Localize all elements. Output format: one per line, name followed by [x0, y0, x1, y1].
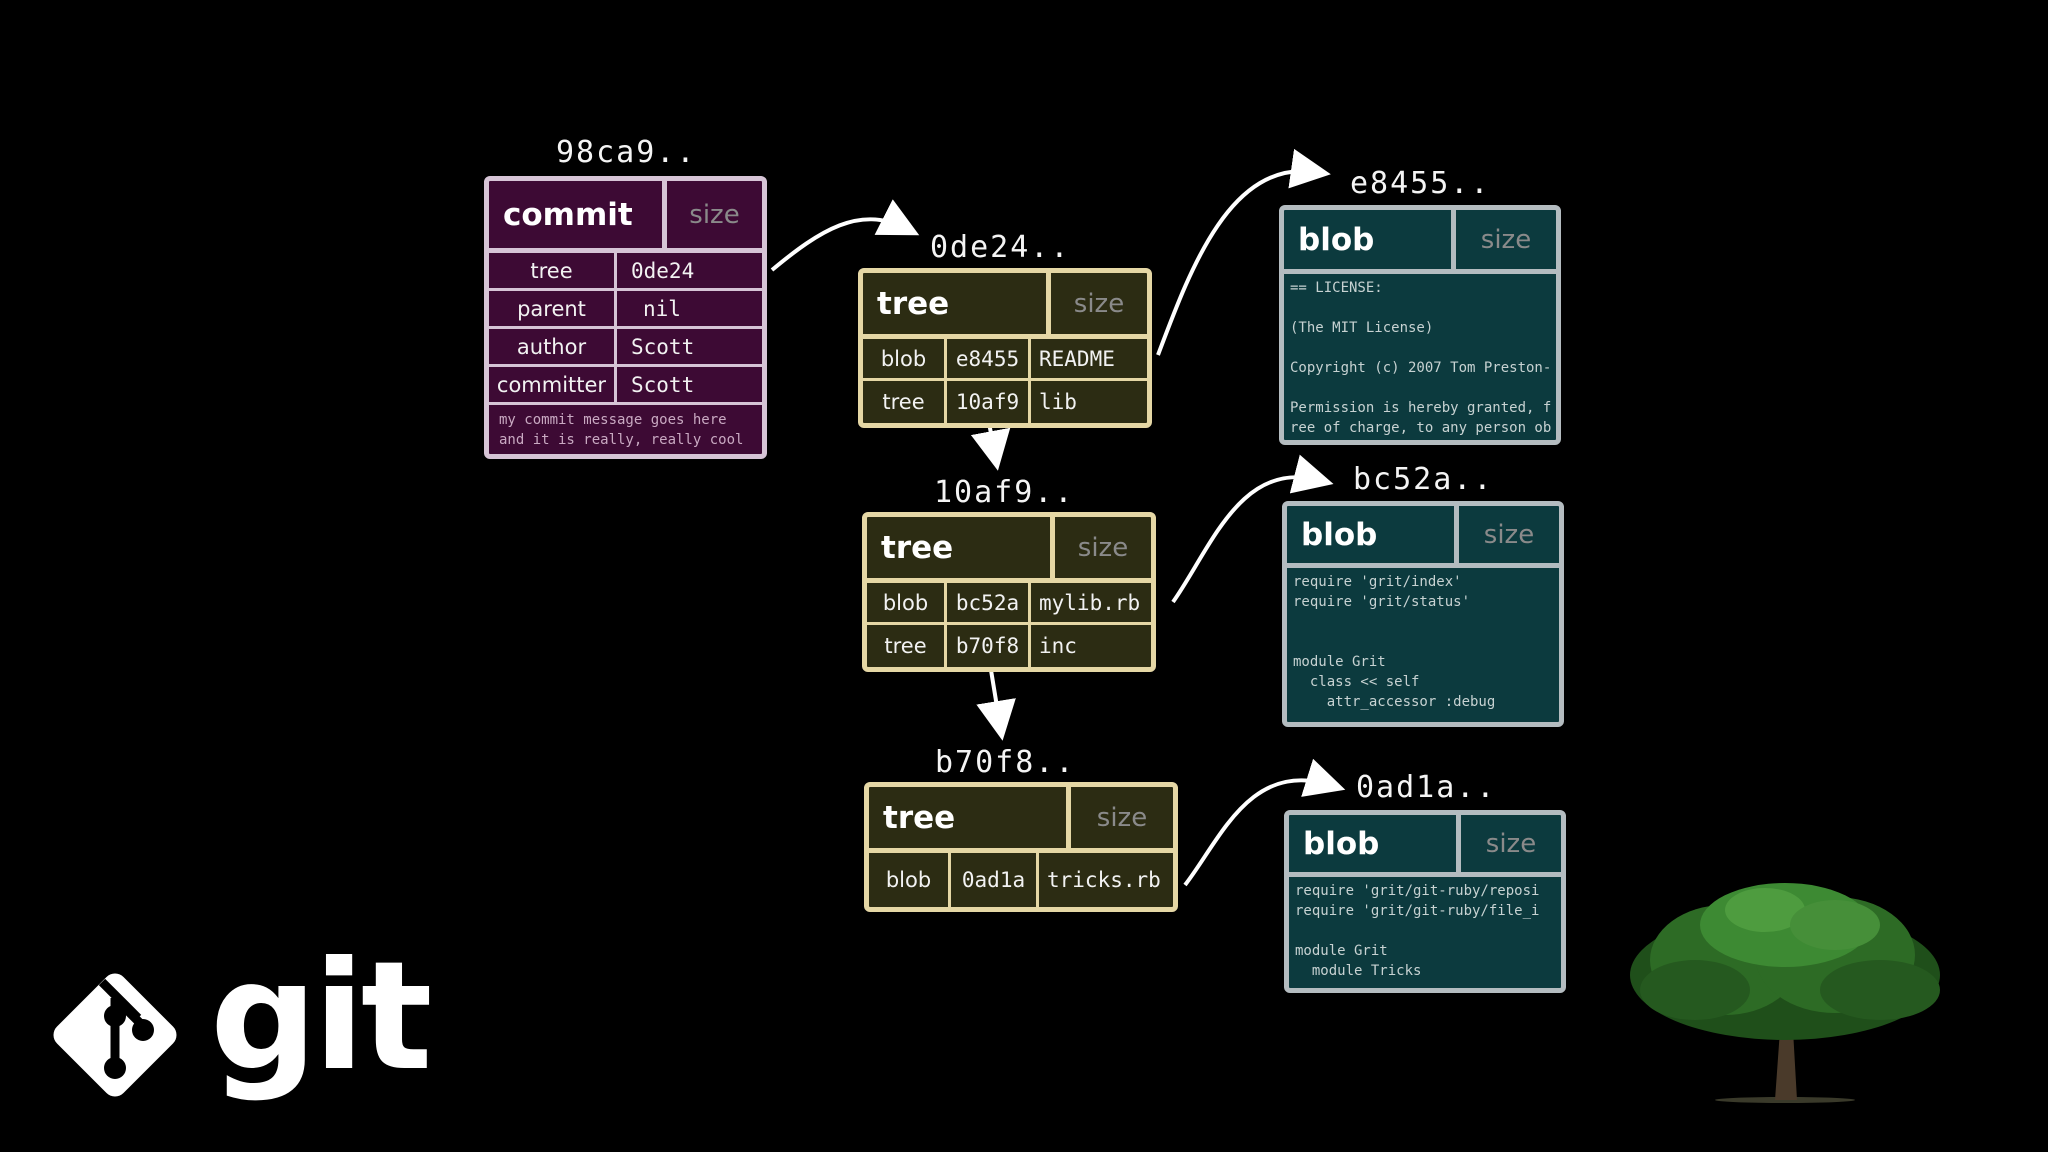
tree-illustration-icon [1630, 883, 1940, 1103]
arrow-commit-to-tree [770, 199, 920, 272]
tree-hash: 0de24.. [930, 230, 1071, 265]
commit-value: nil [643, 296, 681, 321]
commit-value: Scott [631, 372, 695, 397]
tree-entry: tree b70f8 inc [867, 625, 1151, 667]
tree-entry-sha: 0ad1a [951, 853, 1039, 907]
arrow-tree-to-blob-e8455 [1156, 148, 1331, 356]
tree-entry-sha: e8455 [947, 339, 1031, 378]
tree-entry-kind: blob [863, 339, 947, 378]
commit-value: Scott [631, 334, 695, 359]
blob-size-label: size [1456, 210, 1556, 274]
tree-object: tree size blob e8455 README tree 10af9 l… [858, 268, 1152, 428]
commit-key: committer [489, 367, 617, 402]
commit-row-author: author Scott [489, 329, 762, 367]
commit-row-parent: parent nil [489, 291, 762, 329]
blob-content: require 'grit/git-ruby/reposi require 'g… [1295, 883, 1540, 979]
tree-hash: 10af9.. [934, 475, 1075, 510]
tree-entry-kind: blob [867, 583, 947, 622]
commit-size-label: size [667, 181, 762, 253]
commit-value: 0de24 [631, 258, 695, 283]
tree-entry-sha: 10af9 [947, 381, 1031, 423]
tree-type-label: tree [863, 273, 1051, 339]
commit-hash: 98ca9.. [556, 135, 697, 170]
tree-hash: b70f8.. [935, 745, 1076, 780]
commit-key: parent [489, 291, 617, 326]
tree-entry-name: inc [1039, 634, 1077, 658]
git-logo-icon [53, 973, 177, 1097]
blob-type-label: blob [1284, 210, 1456, 274]
blob-type-label: blob [1289, 815, 1461, 877]
blob-hash: 0ad1a.. [1356, 770, 1497, 805]
arrow-tree-to-blob-0ad1a [1183, 758, 1346, 887]
commit-key: tree [489, 253, 617, 288]
tree-type-label: tree [869, 787, 1071, 853]
commit-row-committer: committer Scott [489, 367, 762, 405]
git-wordmark: git [210, 930, 432, 1104]
tree-entry-kind: tree [863, 381, 947, 423]
tree-entry-name: README [1039, 346, 1115, 371]
blob-size-label: size [1461, 815, 1561, 877]
tree-entry-sha: bc52a [947, 583, 1031, 622]
tree-entry-name: mylib.rb [1039, 590, 1141, 615]
blob-type-label: blob [1287, 506, 1459, 568]
commit-type-label: commit [489, 181, 667, 253]
tree-entry-name: lib [1039, 390, 1077, 414]
tree-entry-kind: blob [869, 853, 951, 907]
tree-object: tree size blob 0ad1a tricks.rb [864, 782, 1178, 912]
blob-object: blob size require 'grit/git-ruby/reposi … [1284, 810, 1566, 993]
arrow-tree-to-blob-bc52a [1171, 454, 1334, 604]
tree-object: tree size blob bc52a mylib.rb tree b70f8… [862, 512, 1156, 672]
commit-key: author [489, 329, 617, 364]
commit-row-tree: tree 0de24 [489, 253, 762, 291]
blob-content: == LICENSE: (The MIT License) Copyright … [1290, 280, 1552, 436]
tree-size-label: size [1071, 787, 1173, 853]
commit-message: my commit message goes here and it is re… [489, 405, 762, 454]
blob-object: blob size require 'grit/index' require '… [1282, 501, 1564, 727]
blob-hash: bc52a.. [1353, 462, 1494, 497]
tree-entry: blob 0ad1a tricks.rb [869, 853, 1173, 907]
tree-entry: blob e8455 README [863, 339, 1147, 381]
blob-size-label: size [1459, 506, 1559, 568]
tree-size-label: size [1055, 517, 1151, 583]
tree-size-label: size [1051, 273, 1147, 339]
commit-message-line: and it is really, really cool [499, 432, 744, 448]
tree-type-label: tree [867, 517, 1055, 583]
tree-entry-sha: b70f8 [947, 625, 1031, 667]
blob-hash: e8455.. [1350, 166, 1491, 201]
commit-object: commit size tree 0de24 parent nil author… [484, 176, 767, 459]
commit-message-line: my commit message goes here [499, 412, 727, 428]
tree-entry: blob bc52a mylib.rb [867, 583, 1151, 625]
blob-content: require 'grit/index' require 'grit/statu… [1293, 574, 1496, 710]
blob-object: blob size == LICENSE: (The MIT License) … [1279, 205, 1561, 445]
tree-entry: tree 10af9 lib [863, 381, 1147, 423]
tree-entry-name: tricks.rb [1047, 868, 1161, 892]
tree-entry-kind: tree [867, 625, 947, 667]
